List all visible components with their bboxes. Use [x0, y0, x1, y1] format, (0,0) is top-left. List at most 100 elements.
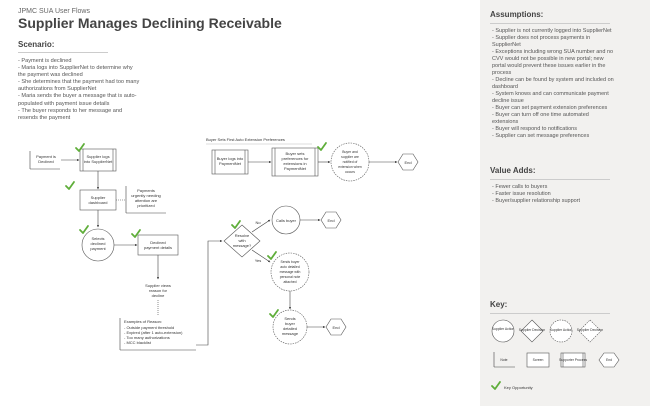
key-heading: Key:: [490, 300, 508, 309]
scenario-item: populated with payment issue details: [18, 100, 110, 107]
assumption-item: extensions: [492, 119, 519, 125]
declined-payment-details-screen: Declined payment details: [137, 234, 179, 256]
scenario-item: - Maria logs into SupplierNet to determi…: [18, 65, 133, 72]
scenario-heading: Scenario:: [18, 40, 55, 49]
key-opportunity-check-icon: [79, 225, 89, 234]
scenario-item: - Payment is declined: [18, 58, 72, 64]
assumption-item: - Supplier can set message preferences: [492, 133, 590, 139]
assumption-item: portal would prevent these issues earlie…: [492, 63, 606, 69]
assumption-item: - Buyer will respond to notifications: [492, 126, 577, 132]
assumption-item: - Buyer can turn off one time automated: [492, 112, 589, 118]
scenario-item: - She determines that the payment had to…: [18, 79, 140, 86]
declined-details-text-2: payment details: [144, 245, 172, 250]
dashboard-note-text-1: Payments: [137, 188, 155, 193]
assumption-item: - Buyer can set payment extension prefer…: [492, 105, 608, 111]
selects-declined-text-2: declined: [91, 241, 106, 246]
assumption-item: - Supplier does not process payments in: [492, 35, 591, 41]
sends-detailed-message-step: Sends buyer detailed message: [272, 309, 308, 345]
both-notified-text-1: Buyer and: [342, 150, 358, 154]
assumptions-divider: [490, 23, 610, 24]
scenario-item: the payment was declined: [18, 72, 83, 79]
assumption-item: SupplierNet: [492, 42, 521, 48]
resolve-with-message-decision: Resolve with message?: [223, 224, 261, 258]
assumptions-heading: Assumptions:: [490, 10, 544, 19]
scenario-divider: [18, 52, 108, 53]
assumption-item: - Exceptions including wrong SUA number …: [492, 49, 614, 55]
assumption-item: dashboard: [492, 84, 518, 90]
selects-declined-payment-step: Selects declined payment: [81, 228, 115, 262]
payment-declined-note: Payment is Declined: [29, 151, 60, 170]
decision-text-1: Resolve: [235, 233, 250, 238]
key-shape-label: Supplier Action: [550, 328, 573, 332]
supplier-dashboard-text-1: Supplier: [91, 195, 106, 200]
value-adds-divider: [490, 179, 610, 180]
key-opportunity-check-icon: [231, 220, 241, 229]
value-add-item: - Buyer/supplier relationship support: [492, 198, 581, 204]
dashboard-note-text-4: prioritized: [137, 203, 154, 208]
buyer-sets-prefs-text-4: PaymentNet: [284, 166, 307, 171]
buyer-sets-prefs-text-1: Buyer sets: [286, 151, 305, 156]
key-shape-label: Note: [500, 358, 507, 362]
supplier-logs-in-step: Supplier logs into SupplierNet: [79, 148, 117, 172]
buyer-sets-prefs-text-2: preferences for: [282, 156, 310, 161]
buyer-logs-in-step: Buyer logs into PaymentNet: [211, 149, 249, 175]
sends-detailed-text-3: detailed: [283, 326, 297, 331]
assumption-item: - Supplier is not currently logged into …: [492, 28, 612, 34]
end-text: End: [404, 160, 411, 165]
key-opportunity-check-icon: [131, 229, 141, 238]
key-opportunity-label: Key Opportunity: [504, 385, 533, 390]
both-notified-text-5: occurs: [345, 170, 355, 174]
end-node: End: [397, 153, 419, 171]
no-label: No: [255, 220, 261, 225]
supplier-logs-in-text-2: into SupplierNet: [84, 159, 113, 164]
page-title: Supplier Manages Declining Receivable: [18, 15, 282, 31]
buyer-sets-preferences-step: Buyer sets preferences for extensions in…: [271, 147, 319, 177]
value-add-item: - Fewer calls to buyers: [492, 184, 548, 190]
payment-declined-text-2: Declined: [38, 159, 54, 164]
assumption-item: process: [492, 70, 512, 76]
calls-buyer-text: Calls buyer: [276, 218, 297, 223]
key-shape-label: Supporter Process: [559, 358, 587, 362]
value-adds-list: - Fewer calls to buyers - Faster issue r…: [492, 184, 642, 205]
selects-declined-text-3: payment: [90, 246, 106, 251]
key-shape-label: Supplier Action: [492, 327, 515, 331]
scenario-item: - The buyer responds to her message and: [18, 107, 123, 114]
sends-auto-message-text-1: Sends buyer: [280, 260, 300, 264]
buyer-logs-in-text-2: PaymentNet: [219, 161, 242, 166]
supplier-dashboard-screen: Supplier dashboard: [79, 189, 117, 211]
key-opportunity-check-icon: [317, 142, 327, 151]
dashboard-note-text-2: urgently needing: [131, 193, 161, 198]
key-shape-label: Supplier Decision: [577, 328, 603, 332]
both-notified-text-4: extension when: [338, 165, 362, 169]
assumption-item: - System knows and can communicate payme…: [492, 91, 609, 97]
end-node: End: [320, 211, 342, 229]
reason-example-item: - MCC blacklist: [124, 340, 152, 345]
end-text: End: [327, 218, 334, 223]
sends-detailed-text-4: message: [282, 331, 299, 336]
calls-buyer-step: Calls buyer: [271, 205, 301, 235]
end-text: End: [332, 325, 339, 330]
both-notified-text-3: notified of: [343, 160, 358, 164]
key-opportunity-check-icon: [65, 181, 75, 190]
supplier-dashboard-text-2: dashboard: [89, 200, 108, 205]
views-reason-text-3: decline: [152, 293, 165, 298]
key-opportunity-check-icon: [269, 309, 279, 318]
scenario-item: - Maria sends the buyer a message that i…: [18, 93, 137, 100]
dashboard-note-text-3: attention are: [135, 198, 158, 203]
assumption-item: decline issue: [492, 98, 524, 104]
supplier-views-reason-step: Supplier views reason for decline: [145, 283, 171, 298]
key-legend: Supplier Action Supplier Decision Suppli…: [491, 319, 620, 390]
payment-declined-text-1: Payment is: [36, 154, 56, 159]
both-notified-step: Buyer and supplier are notified of exten…: [330, 142, 370, 182]
key-opportunity-check-icon: [75, 143, 85, 152]
views-reason-text-1: Supplier views: [145, 283, 171, 288]
key-shape-label: End: [606, 358, 612, 362]
decision-text-3: message?: [233, 243, 252, 248]
key-shape-label: Screen: [533, 358, 544, 362]
sends-detailed-text-1: Sends: [284, 316, 295, 321]
scenario-item: authorizations from SupplierNet: [18, 86, 97, 93]
selects-declined-text-1: Selects: [91, 236, 104, 241]
sends-auto-message-text-4: personal note: [280, 275, 301, 279]
dashboard-note: Payments urgently needing attention are …: [125, 186, 166, 214]
